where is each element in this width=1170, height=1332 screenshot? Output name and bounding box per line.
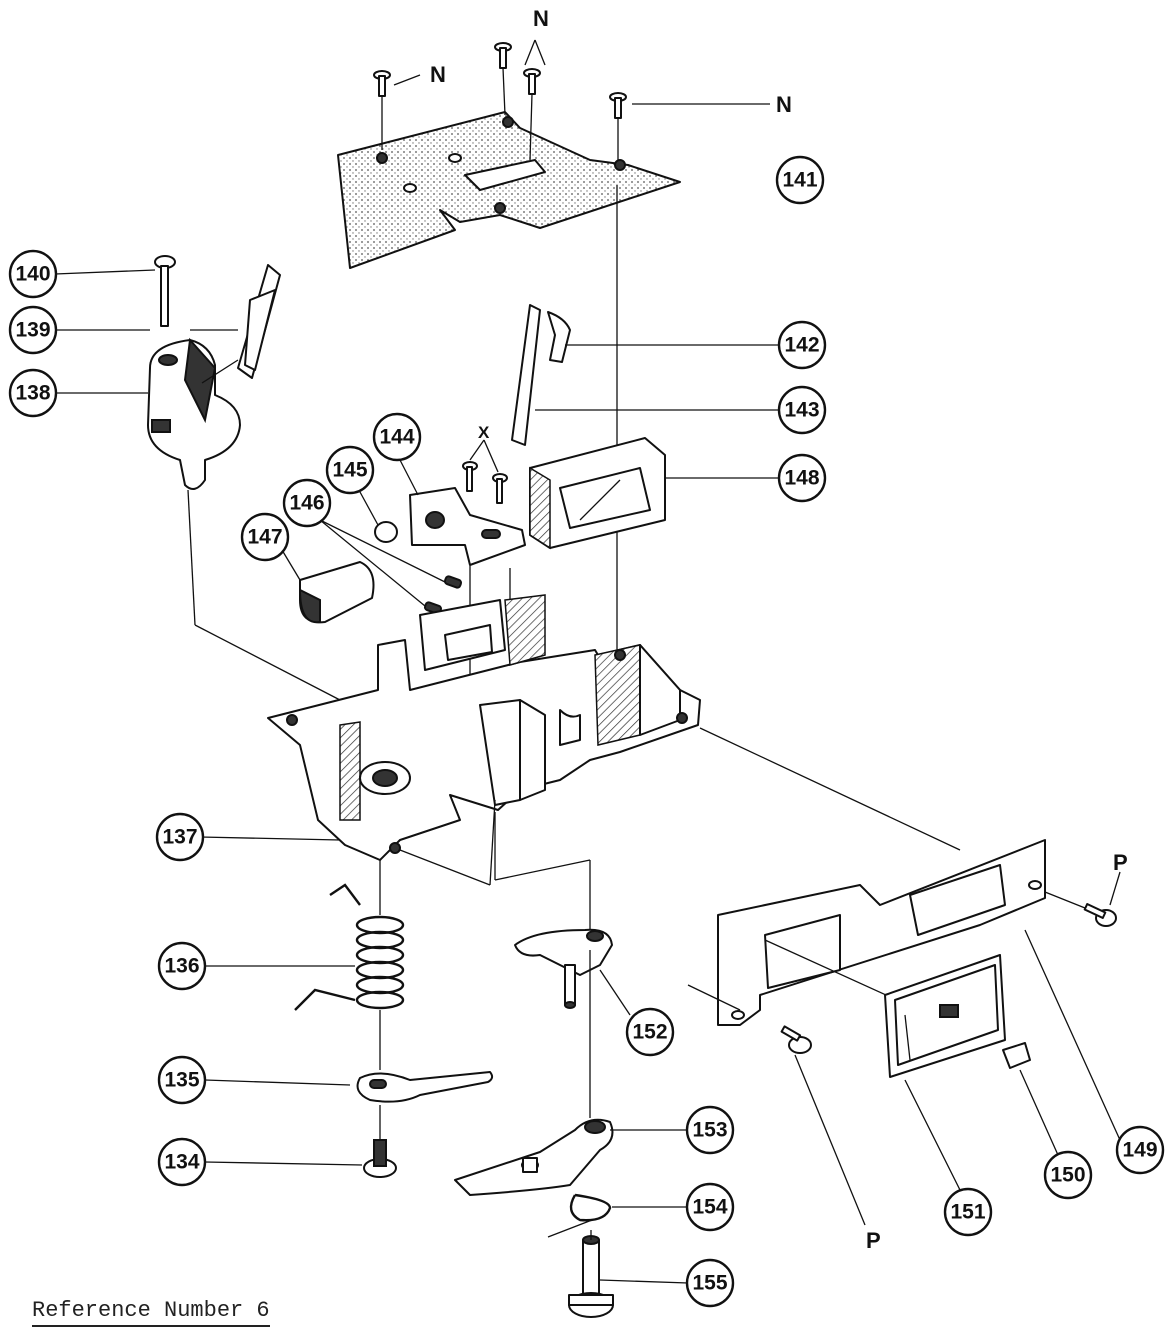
callout-151: 151 xyxy=(943,1187,993,1237)
svg-text:134: 134 xyxy=(164,1151,199,1174)
label-p-right: P xyxy=(1113,850,1128,875)
clip-154 xyxy=(547,1193,612,1238)
callout-146: 146 xyxy=(282,478,332,528)
svg-text:155: 155 xyxy=(692,1272,727,1295)
callout-135: 135 xyxy=(157,1055,207,1105)
screw-n-1 xyxy=(373,70,391,97)
svg-text:137: 137 xyxy=(162,826,197,849)
callout-153: 153 xyxy=(685,1105,735,1155)
callout-138: 138 xyxy=(8,368,58,418)
callout-155: 155 xyxy=(685,1258,735,1308)
svg-text:149: 149 xyxy=(1122,1139,1157,1162)
callout-150: 150 xyxy=(1043,1150,1093,1200)
svg-text:150: 150 xyxy=(1050,1164,1085,1187)
pod-housing xyxy=(147,337,241,490)
prism-142 xyxy=(547,311,571,363)
svg-text:154: 154 xyxy=(692,1196,727,1219)
pin-155 xyxy=(568,1235,614,1318)
scale-window-151 xyxy=(884,954,1006,1078)
top-plate xyxy=(337,111,681,269)
svg-text:148: 148 xyxy=(784,467,819,490)
viewfinder-block-148 xyxy=(529,437,666,550)
svg-text:138: 138 xyxy=(15,382,50,405)
lever-153 xyxy=(454,1118,614,1196)
label-n-3: N xyxy=(776,92,792,117)
callout-143: 143 xyxy=(777,385,827,435)
screw-p-left xyxy=(780,1025,812,1054)
lever-152 xyxy=(514,928,613,1009)
callout-140: 140 xyxy=(8,249,58,299)
label-x: X xyxy=(478,423,490,442)
svg-text:143: 143 xyxy=(784,399,819,422)
spring-136 xyxy=(294,883,405,1011)
callout-147: 147 xyxy=(240,512,290,562)
plate-149 xyxy=(717,839,1046,1026)
svg-text:146: 146 xyxy=(289,492,324,515)
svg-text:151: 151 xyxy=(950,1201,985,1224)
callout-139: 139 xyxy=(8,305,58,355)
screw-n-3 xyxy=(523,68,541,95)
button-147 xyxy=(298,561,375,624)
label-p-left: P xyxy=(866,1228,881,1253)
screw-n-4 xyxy=(609,92,627,119)
svg-text:153: 153 xyxy=(692,1119,727,1142)
main-frame-137 xyxy=(267,594,701,861)
callout-145: 145 xyxy=(325,445,375,495)
svg-text:144: 144 xyxy=(379,426,414,449)
screw-p-right xyxy=(1083,903,1117,927)
callout-134: 134 xyxy=(157,1137,207,1187)
svg-text:145: 145 xyxy=(332,459,367,482)
svg-text:135: 135 xyxy=(164,1069,199,1092)
screw-n-2 xyxy=(494,42,512,69)
screw-134 xyxy=(363,1139,397,1178)
reference-caption: Reference Number 6 xyxy=(32,1298,270,1327)
callout-141: 141 xyxy=(775,155,825,205)
callout-152: 152 xyxy=(625,1007,675,1057)
callout-148: 148 xyxy=(777,453,827,503)
svg-text:136: 136 xyxy=(164,955,199,978)
lever-135 xyxy=(356,1071,494,1103)
washer-145 xyxy=(374,521,398,543)
label-n-2: N xyxy=(533,6,549,31)
mirror-139 xyxy=(237,264,281,379)
svg-text:142: 142 xyxy=(784,334,819,357)
mirror-143 xyxy=(511,304,541,446)
callout-154: 154 xyxy=(685,1182,735,1232)
svg-text:140: 140 xyxy=(15,263,50,286)
callout-144: 144 xyxy=(372,412,422,462)
svg-text:147: 147 xyxy=(247,526,282,549)
svg-text:141: 141 xyxy=(782,169,817,192)
callout-137: 137 xyxy=(155,812,205,862)
callout-136: 136 xyxy=(157,941,207,991)
label-n-1: N xyxy=(430,62,446,87)
callout-149: 149 xyxy=(1115,1125,1165,1175)
screws-x xyxy=(462,461,508,504)
svg-text:139: 139 xyxy=(15,319,50,342)
callout-142: 142 xyxy=(777,320,827,370)
svg-text:152: 152 xyxy=(632,1021,667,1044)
screw-140 xyxy=(154,255,176,327)
bracket-144 xyxy=(409,487,526,566)
button-150 xyxy=(1002,1042,1031,1069)
